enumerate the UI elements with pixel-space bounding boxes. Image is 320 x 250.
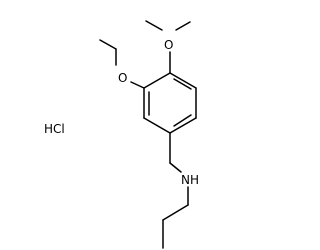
bond-ethyl-top-2 xyxy=(175,21,191,31)
bond-ring-double-2 xyxy=(173,114,192,127)
atom-nitrogen: NH xyxy=(181,173,199,187)
salt-label-hcl: HCl xyxy=(44,122,65,136)
bond-ring-double-1 xyxy=(173,78,192,90)
atom-oxygen-left: O xyxy=(118,71,127,85)
bond-ring-3 xyxy=(169,117,197,134)
bond-o-left-ring xyxy=(130,81,145,89)
chemical-structure-diagram: HCl O O NH xyxy=(44,20,199,249)
bond-ring-4 xyxy=(143,117,171,134)
bond-propyl-2 xyxy=(162,204,189,221)
bond-ring-6 xyxy=(143,72,171,89)
atom-oxygen-top: O xyxy=(164,38,173,52)
structure-svg: HCl O O NH xyxy=(44,20,199,249)
bond-ch2-n xyxy=(169,162,182,173)
bond-ring-1 xyxy=(169,72,197,89)
bond-ethyl-left-1 xyxy=(99,39,117,50)
bond-ethyl-top-1 xyxy=(145,20,163,31)
